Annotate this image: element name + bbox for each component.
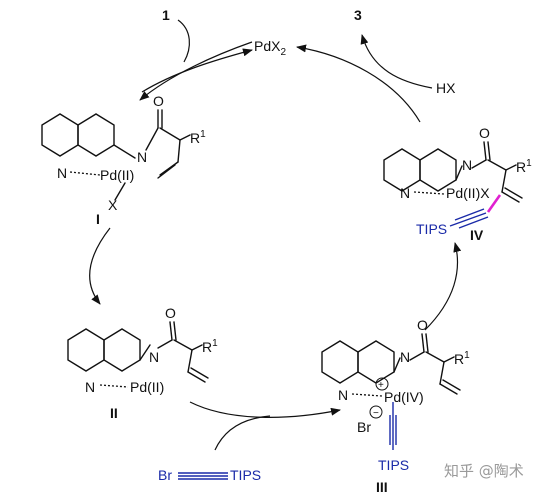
intermediate-IV: N O R1 N Pd(II)X TIPS IV xyxy=(383,125,532,243)
label-IV: IV xyxy=(470,227,484,243)
atom-X: X xyxy=(108,197,118,213)
arrow-substrate-in xyxy=(177,19,190,63)
arrow-IV-to-pdx2 xyxy=(296,44,421,123)
arrow-II-to-III xyxy=(189,401,341,418)
alkyne-tips-label: TIPS xyxy=(230,467,261,483)
pd-iv-label: Pd(IV) xyxy=(384,389,424,405)
intermediate-I: N O R1 N Pd(II) X I xyxy=(41,93,206,227)
atom-R: R1 xyxy=(516,158,532,175)
arrow-pdx2-to-I xyxy=(139,41,253,101)
atom-O: O xyxy=(417,317,428,333)
atom-O: O xyxy=(479,125,490,141)
atom-N: N xyxy=(400,349,410,365)
intermediate-III: + − N O R1 N Pd(IV) Br TIPS III xyxy=(321,317,470,495)
atom-Br: Br xyxy=(357,419,371,435)
arrow-hx-to-3 xyxy=(360,34,433,89)
label-I: I xyxy=(96,211,100,227)
atom-N: N xyxy=(85,379,95,395)
atom-N: N xyxy=(400,185,410,201)
atom-R: R1 xyxy=(454,350,470,367)
alkyne-br-label: Br xyxy=(158,467,172,483)
pdx2-label: PdX2 xyxy=(254,38,286,58)
arrow-III-to-IV xyxy=(424,242,462,331)
atom-R: R1 xyxy=(202,338,218,355)
arrow-alkyne-in xyxy=(214,415,271,451)
arrow-I-to-II xyxy=(89,227,111,305)
plus-charge: + xyxy=(378,380,384,391)
atom-R: R1 xyxy=(190,129,206,146)
arrow-I-to-pdx2 xyxy=(141,48,253,93)
atom-O: O xyxy=(153,93,164,109)
pd-ii-x-label: Pd(II)X xyxy=(446,185,490,201)
tips-label: TIPS xyxy=(378,457,409,473)
product-3-label: 3 xyxy=(354,7,362,23)
atom-N: N xyxy=(149,349,159,365)
atom-N: N xyxy=(57,165,67,181)
watermark-text: 知乎 @陶术 xyxy=(444,462,524,480)
atom-N: N xyxy=(338,387,348,403)
tips-label: TIPS xyxy=(416,221,447,237)
atom-O: O xyxy=(165,305,176,321)
cycle-arrows xyxy=(89,19,462,451)
atom-N: N xyxy=(137,149,147,165)
pd-ii-label: Pd(II) xyxy=(130,379,164,395)
reagent-labels: 1 3 PdX2 HX Br TIPS xyxy=(158,7,456,483)
pd-ii-label: Pd(II) xyxy=(100,167,134,183)
intermediate-II: N O R1 N Pd(II) II xyxy=(67,305,218,421)
substrate-1-label: 1 xyxy=(162,7,170,23)
label-II: II xyxy=(110,405,118,421)
minus-charge: − xyxy=(373,408,379,419)
atom-N: N xyxy=(462,157,472,173)
hx-label: HX xyxy=(436,80,456,96)
label-III: III xyxy=(376,479,388,495)
